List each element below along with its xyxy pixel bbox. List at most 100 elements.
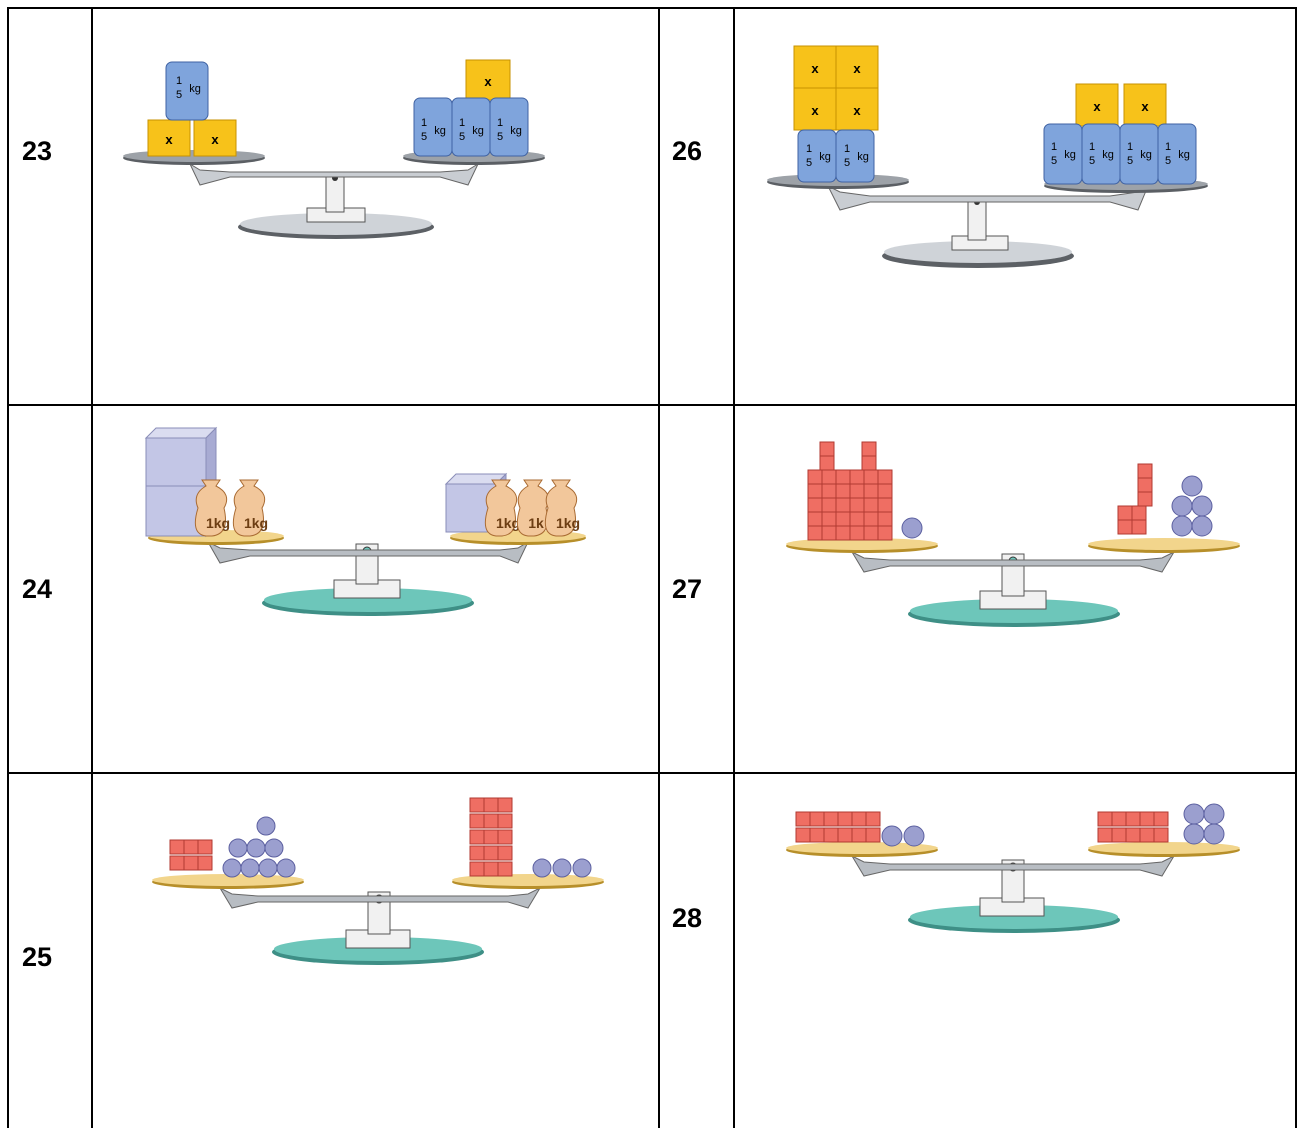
ball bbox=[246, 838, 266, 858]
red-cube bbox=[1111, 827, 1127, 843]
svg-text:kg: kg bbox=[1140, 149, 1152, 161]
ball-27-l1 bbox=[901, 517, 923, 539]
sack-24-l1: 1kg bbox=[194, 479, 230, 537]
x-block-26-l4: x bbox=[835, 87, 879, 131]
sack-24-l2: 1kg bbox=[232, 479, 268, 537]
svg-text:1: 1 bbox=[497, 117, 503, 129]
svg-text:5: 5 bbox=[806, 157, 812, 169]
red-cube bbox=[469, 797, 485, 813]
red-cube bbox=[877, 483, 893, 499]
red-cube bbox=[1153, 827, 1169, 843]
balance-scale-25 bbox=[152, 797, 604, 965]
red-cube bbox=[851, 827, 867, 843]
problem-number-23: 23 bbox=[22, 136, 53, 166]
red-cube bbox=[483, 829, 499, 845]
svg-text:5: 5 bbox=[421, 131, 427, 143]
red-cube bbox=[877, 525, 893, 541]
ball bbox=[572, 858, 592, 878]
red-cube bbox=[809, 827, 825, 843]
red-cube bbox=[837, 811, 853, 827]
svg-text:1kg: 1kg bbox=[244, 515, 268, 531]
svg-text:5: 5 bbox=[844, 157, 850, 169]
red-cube bbox=[1139, 811, 1155, 827]
table-divider-col1 bbox=[91, 7, 93, 1128]
svg-text:1: 1 bbox=[1165, 141, 1171, 153]
red-cube bbox=[849, 497, 865, 513]
red-cube bbox=[821, 511, 837, 527]
svg-text:5: 5 bbox=[497, 131, 503, 143]
red-cube bbox=[849, 483, 865, 499]
red-cube bbox=[861, 441, 877, 457]
balance-scale-24: 1kg 1kg 1kg 1k 1kg bbox=[144, 426, 586, 616]
svg-text:5: 5 bbox=[1127, 155, 1133, 167]
red-cube bbox=[1097, 811, 1113, 827]
red-cube-stack-27 bbox=[807, 441, 1153, 541]
red-cube bbox=[183, 839, 199, 855]
red-cube bbox=[863, 511, 879, 527]
problem-number-28: 28 bbox=[672, 903, 703, 933]
svg-text:1: 1 bbox=[1127, 141, 1133, 153]
svg-text:5: 5 bbox=[176, 89, 182, 101]
red-cube bbox=[1137, 477, 1153, 493]
red-cube bbox=[849, 525, 865, 541]
svg-text:x: x bbox=[811, 61, 819, 76]
red-cube bbox=[821, 469, 837, 485]
red-cube bbox=[863, 483, 879, 499]
red-cube bbox=[483, 813, 499, 829]
red-cube bbox=[865, 827, 881, 843]
svg-text:1: 1 bbox=[421, 117, 427, 129]
svg-text:5: 5 bbox=[1089, 155, 1095, 167]
table-divider-col3 bbox=[733, 7, 735, 1128]
red-cube bbox=[169, 855, 185, 871]
sack-24-r2: 1k bbox=[516, 479, 550, 537]
red-cube bbox=[469, 861, 485, 877]
red-cube bbox=[837, 827, 853, 843]
red-cube bbox=[469, 829, 485, 845]
red-cube bbox=[851, 811, 867, 827]
red-cube bbox=[863, 525, 879, 541]
ball bbox=[1181, 475, 1203, 497]
table-divider-row2 bbox=[7, 772, 1297, 774]
red-cube bbox=[835, 497, 851, 513]
ball bbox=[256, 816, 276, 836]
red-cube bbox=[1137, 463, 1153, 479]
red-cube bbox=[497, 797, 513, 813]
svg-text:x: x bbox=[484, 74, 492, 89]
red-cube bbox=[877, 511, 893, 527]
table-divider-col2 bbox=[658, 7, 660, 1128]
red-cube bbox=[807, 469, 823, 485]
red-cube bbox=[1131, 505, 1147, 521]
svg-text:5: 5 bbox=[1051, 155, 1057, 167]
red-cube bbox=[835, 483, 851, 499]
balance-scale-28 bbox=[786, 803, 1240, 933]
red-cube bbox=[835, 469, 851, 485]
weight-can-26-r3: 1 5 kg bbox=[1119, 123, 1159, 185]
red-cube-stack-28 bbox=[795, 811, 1169, 843]
scale-base-28 bbox=[850, 854, 1176, 933]
right-pan-28 bbox=[1088, 842, 1240, 857]
ball bbox=[1203, 803, 1225, 825]
svg-text:1: 1 bbox=[1051, 141, 1057, 153]
ball bbox=[1183, 803, 1205, 825]
red-cube bbox=[1137, 491, 1153, 507]
svg-text:x: x bbox=[165, 132, 173, 147]
ball bbox=[903, 825, 925, 847]
red-cube bbox=[823, 827, 839, 843]
red-cube bbox=[823, 811, 839, 827]
red-cube bbox=[807, 497, 823, 513]
svg-text:1kg: 1kg bbox=[556, 515, 580, 531]
svg-text:x: x bbox=[1093, 99, 1101, 114]
table-border-right bbox=[1295, 7, 1297, 1128]
svg-text:kg: kg bbox=[819, 151, 831, 163]
red-cube bbox=[849, 469, 865, 485]
svg-text:x: x bbox=[211, 132, 219, 147]
ball bbox=[1183, 823, 1205, 845]
problem-number-24: 24 bbox=[22, 574, 53, 604]
ball-stack-28 bbox=[881, 803, 1225, 847]
ball bbox=[240, 858, 260, 878]
red-cube bbox=[1097, 827, 1113, 843]
